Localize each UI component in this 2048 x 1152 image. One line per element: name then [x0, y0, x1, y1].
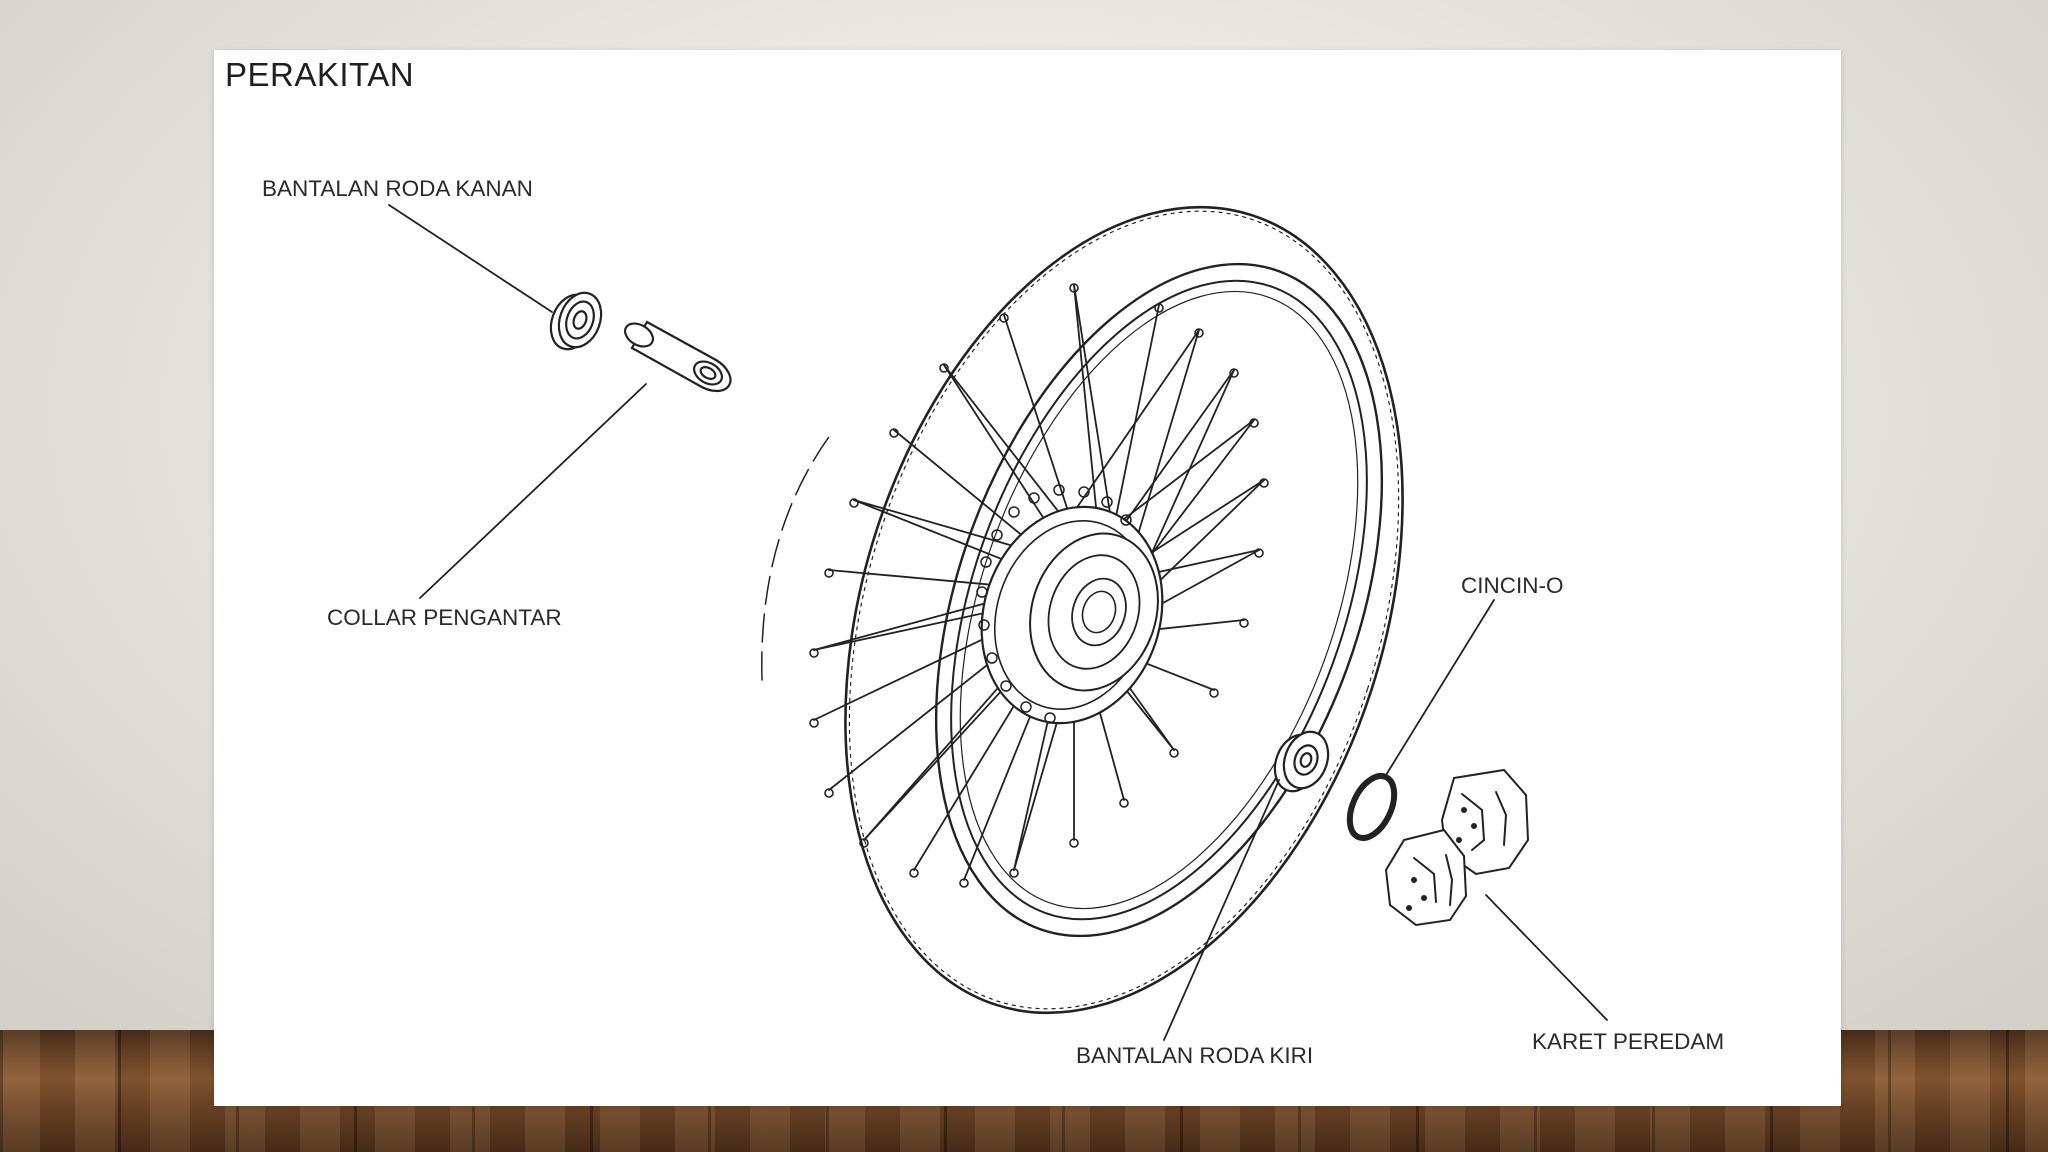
hub	[980, 505, 1164, 725]
tire	[844, 205, 1404, 1015]
tire-shading	[761, 429, 835, 681]
o-ring-part	[1346, 773, 1398, 841]
leader-lines	[388, 204, 1608, 1041]
damper-rubber-part	[1384, 768, 1530, 927]
label-right-wheel-bearing: BANTALAN RODA KANAN	[262, 176, 533, 201]
collar-spacer-part	[623, 320, 732, 393]
slide-canvas: PERAKITAN	[214, 50, 1841, 1106]
label-damper-rubber: KARET PEREDAM	[1532, 1029, 1725, 1054]
right-wheel-bearing-part	[549, 291, 603, 351]
label-collar-spacer: COLLAR PENGANTAR	[327, 605, 562, 630]
hub-flange-holes	[976, 484, 1132, 724]
label-o-ring: CINCIN-O	[1461, 573, 1564, 598]
left-wheel-bearing-part	[1273, 730, 1330, 793]
slide-title: PERAKITAN	[225, 56, 415, 93]
label-left-wheel-bearing: BANTALAN RODA KIRI	[1076, 1043, 1314, 1068]
spoke-nipples	[809, 283, 1269, 888]
wheel-assembly-diagram	[388, 204, 1608, 1041]
rim	[934, 262, 1384, 938]
